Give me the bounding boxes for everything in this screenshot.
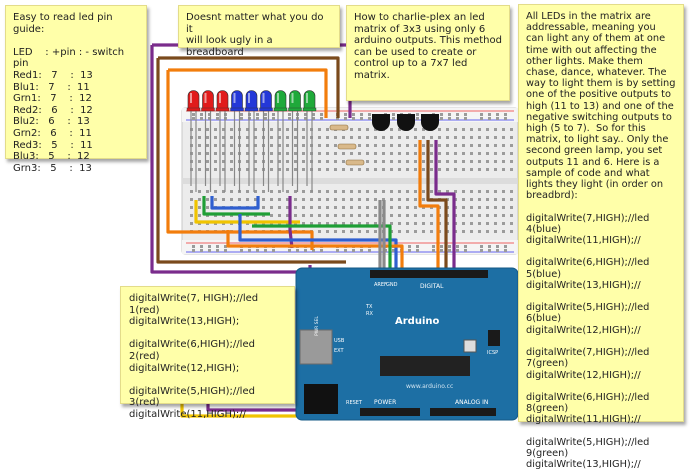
led-7 xyxy=(273,90,288,192)
arduino-board: Arduino www.arduino.cc DIGITAL ANALOG IN… xyxy=(295,267,519,421)
wire-green-left xyxy=(202,196,270,216)
pwr-sel-label: PWR SEL xyxy=(314,316,320,336)
power-header xyxy=(360,408,420,416)
digital-header xyxy=(370,270,488,278)
wire-orange-right xyxy=(418,140,440,270)
analog-label: ANALOG IN xyxy=(455,399,488,406)
usb-connector xyxy=(299,329,333,365)
led-5 xyxy=(244,90,259,192)
reset-label: RESET xyxy=(346,400,363,406)
wire-brown-left xyxy=(156,58,346,264)
arduino-brand: Arduino xyxy=(395,316,439,327)
digital-label: DIGITAL xyxy=(420,283,444,290)
resistor-3 xyxy=(345,159,365,166)
wire-yellow xyxy=(194,200,300,224)
power-label: POWER xyxy=(374,399,396,406)
icsp-label: ICSP xyxy=(487,350,498,356)
wire-blue-down xyxy=(238,214,398,270)
transistor-2 xyxy=(397,114,415,131)
led-9 xyxy=(302,90,317,192)
gnd-label: GND xyxy=(386,282,398,288)
ext-label: EXT xyxy=(334,348,344,354)
tx-label: TX xyxy=(365,304,373,310)
led-matrix xyxy=(186,90,317,192)
icsp-header xyxy=(488,330,500,346)
note-pin-guide: Easy to read led pin guide: LED : +pin :… xyxy=(5,5,147,174)
note-code-red: digitalWrite(7, HIGH);//led 1(red) digit… xyxy=(120,286,295,420)
resistors xyxy=(329,124,365,166)
analog-header xyxy=(430,408,496,416)
wire-blue-left xyxy=(210,196,260,210)
led-1 xyxy=(186,90,201,192)
note-breadboard: Doesnt matter what you do it will look u… xyxy=(178,5,340,58)
wire-orange-outer xyxy=(168,68,328,118)
wire-brown-outer xyxy=(158,56,340,118)
atmega-chip xyxy=(380,356,470,376)
transistor-1 xyxy=(372,114,390,131)
transistors xyxy=(372,114,439,131)
reset-button xyxy=(463,339,477,353)
led-3 xyxy=(215,90,230,192)
arduino-logo-icon: Arduino xyxy=(395,316,439,327)
note-howto: How to charlie-plex an led matrix of 3x3… xyxy=(346,5,510,101)
arduino-url: www.arduino.cc xyxy=(406,383,453,390)
note-addressable: All LEDs in the matrix are addressable, … xyxy=(518,4,684,470)
wire-orange-down xyxy=(226,230,404,270)
aref-label: AREF xyxy=(374,282,387,288)
power-jack xyxy=(304,384,338,414)
led-6 xyxy=(259,90,273,192)
led-8 xyxy=(288,90,302,192)
led-4 xyxy=(230,90,244,192)
resistor-2 xyxy=(337,143,357,150)
rx-label: RX xyxy=(366,311,373,317)
wire-green-down xyxy=(252,224,392,270)
led-2 xyxy=(201,90,215,192)
usb-label: USB xyxy=(334,338,345,344)
wire-purple-mid xyxy=(288,196,294,249)
resistor-1 xyxy=(329,124,349,131)
wire-brown-right xyxy=(426,140,448,270)
wire-purple-right xyxy=(434,140,456,270)
transistor-3 xyxy=(421,114,439,131)
